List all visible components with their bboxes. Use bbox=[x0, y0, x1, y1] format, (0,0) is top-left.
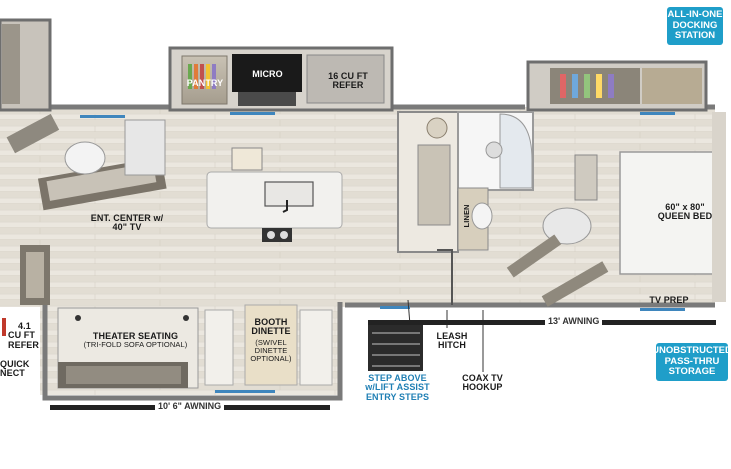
quick-line1: QUICK bbox=[0, 359, 30, 369]
storage-line1: UNOBSTRUCTED bbox=[652, 345, 731, 357]
booth-dinette-label: BOOTH DINETTE (SWIVEL DINETTE OPTIONAL) bbox=[245, 317, 297, 363]
windows bbox=[80, 112, 685, 393]
small-refer-line2: CU FT bbox=[8, 330, 35, 341]
pantry-label: PANTRY bbox=[186, 78, 224, 88]
docking-station-badge: ALL-IN-ONE DOCKING STATION bbox=[667, 7, 723, 45]
theater-seating-title: THEATER SEATING bbox=[92, 331, 179, 341]
bath-area bbox=[397, 111, 534, 253]
front-awning-label: 13' AWNING bbox=[545, 316, 603, 326]
kitchen-slide bbox=[168, 46, 394, 112]
linen-label: LINEN bbox=[462, 204, 472, 228]
small-refer-line1: 4.1 bbox=[18, 321, 31, 331]
leash-line2: HITCH bbox=[438, 340, 466, 351]
front-right-slide bbox=[526, 60, 708, 112]
bar-stools bbox=[231, 147, 263, 171]
small-refer-line3: REFER bbox=[8, 339, 40, 350]
coax-tv-label: COAX TV HOOKUP bbox=[455, 373, 510, 393]
ent-center-label-line1: ENT. CENTER w/ bbox=[90, 213, 164, 223]
rear-left-slide bbox=[0, 18, 52, 112]
leash-line1: LEASH bbox=[436, 331, 468, 341]
coax-line2: HOOKUP bbox=[462, 382, 503, 393]
docking-line2: DOCKING bbox=[672, 19, 718, 31]
steps-line3: ENTRY STEPS bbox=[365, 391, 430, 402]
theater-seating-option: (TRI-FOLD SOFA OPTIONAL) bbox=[83, 340, 188, 350]
booth-option2: DINETTE bbox=[254, 345, 288, 355]
entry-steps-label: STEP ABOVE w/LIFT ASSIST ENTRY STEPS bbox=[360, 373, 435, 402]
queen-bed-label: 60" x 80" QUEEN BED bbox=[645, 202, 725, 222]
coax-line1: COAX TV bbox=[462, 373, 503, 383]
refer-label: 16 CU FT REFER bbox=[318, 71, 378, 91]
booth-option1: (SWIVEL bbox=[255, 337, 287, 347]
booth-option3: OPTIONAL) bbox=[250, 353, 292, 363]
leash-hitch-label: LEASH HITCH bbox=[432, 331, 472, 351]
quick-connect-marker bbox=[2, 318, 6, 336]
storage-line3: STORAGE bbox=[668, 366, 716, 378]
entry-steps-graphic bbox=[368, 323, 423, 371]
queen-bed-label-line1: 60" x 80" bbox=[665, 202, 705, 212]
pass-thru-storage-badge: UNOBSTRUCTED PASS-THRU STORAGE bbox=[652, 343, 731, 381]
door bbox=[437, 249, 453, 305]
pantry-shelves bbox=[188, 64, 216, 89]
ent-center bbox=[6, 113, 167, 211]
ent-center-label: ENT. CENTER w/ 40" TV bbox=[82, 213, 172, 233]
left-chairs bbox=[20, 245, 50, 305]
refer-label-line2: REFER bbox=[332, 80, 364, 91]
quick-line2: NECT bbox=[0, 368, 25, 379]
docking-line1: ALL-IN-ONE bbox=[667, 9, 723, 21]
front-awning-bar bbox=[368, 320, 716, 325]
refer-label-line1: 16 CU FT bbox=[328, 71, 368, 81]
bedroom bbox=[506, 112, 726, 307]
quick-connect-label: QUICK NECT bbox=[0, 359, 34, 379]
rear-awning-label: 10' 6" AWNING bbox=[155, 401, 225, 411]
booth-line1: BOOTH bbox=[254, 317, 288, 327]
queen-bed-label-line2: QUEEN BED bbox=[657, 211, 713, 222]
steps-line2: w/LIFT ASSIST bbox=[365, 382, 430, 393]
theater-seating-graphic bbox=[57, 307, 199, 389]
theater-seating-label: THEATER SEATING (TRI-FOLD SOFA OPTIONAL) bbox=[78, 331, 193, 350]
small-refer-label: 4.1 CU FT REFER bbox=[8, 321, 40, 350]
storage-line2: PASS-THRU bbox=[664, 355, 720, 367]
micro-label: MICRO bbox=[252, 69, 283, 79]
booth-dinette-graphic bbox=[204, 304, 333, 386]
ent-center-label-line2: 40" TV bbox=[112, 222, 142, 233]
booth-line2: DINETTE bbox=[251, 326, 291, 337]
docking-line3: STATION bbox=[674, 30, 716, 42]
steps-line1: STEP ABOVE bbox=[368, 373, 427, 383]
kitchen-island bbox=[206, 171, 343, 242]
tv-prep-label: TV PREP bbox=[649, 295, 689, 305]
